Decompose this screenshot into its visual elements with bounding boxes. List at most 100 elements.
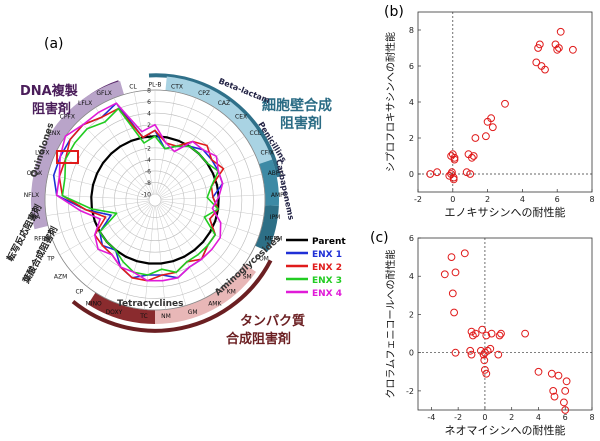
data-point [560,398,568,407]
data-point [482,369,491,378]
radar-category-label: AZM [54,274,67,281]
radar-category-label: PL-B [149,82,162,89]
radar-spoke [160,202,251,256]
radar-spoke [155,205,166,310]
radar-spoke [65,135,151,197]
data-point [487,114,496,123]
radar-category-label: LFLX [78,100,92,107]
radar-category-label: ABPC [268,170,284,177]
y-tick-label: 6 [409,62,414,71]
legend-label: Parent [312,237,346,247]
x-axis-label: エノキサシンへの耐性能 [445,205,566,219]
data-point [554,371,563,380]
data-point [494,350,503,359]
panel-b-label: (b) [384,4,404,20]
data-point [487,329,496,338]
radar-series-enx-1 [52,102,224,279]
radar-spoke [71,203,151,273]
data-point [488,123,497,132]
legend-label: ENX 2 [312,263,342,273]
y-tick-label: 4 [409,272,414,281]
radar-spoke [86,204,152,287]
radar-spoke [156,205,187,306]
radar-category-label: CAZ [218,100,230,107]
data-point [426,170,435,178]
y-axis-label: クロラムフェニコールへの耐性能 [384,249,397,398]
x-tick-label: 8 [589,195,594,204]
radar-category-label: CPZ [198,90,210,97]
data-point [471,134,480,142]
data-point [471,329,480,338]
radar-category-label: CPFX [60,114,75,121]
radar-tick-label: 6 [147,99,151,106]
radar-spoke [160,154,256,198]
data-point [451,348,460,357]
radar-spoke [54,154,150,198]
x-tick-label: 8 [589,413,594,422]
band-beta-lactam [165,76,273,165]
radar-category-label: DOXY [106,309,123,316]
radar-spoke [158,120,232,196]
data-point [535,40,544,49]
plot-frame [417,11,593,193]
dna-group-title-2: 阻害剤 [32,101,71,117]
radar-tick-label: -6 [145,168,151,175]
data-point [569,45,577,54]
radar-tick-label: -2 [145,145,151,152]
x-tick-label: 6 [563,413,568,422]
data-point [433,168,442,177]
data-point [495,331,504,340]
data-point [541,65,549,74]
radar-category-label: IPM [270,214,281,221]
radar-series-enx-4 [55,102,224,282]
radar-category-label: CP [75,289,83,296]
radar-category-label: CTX [171,84,183,91]
radar-tick-label: 4 [147,111,151,118]
panel-c-label: (c) [370,230,389,246]
y-tick-label: 2 [409,310,414,319]
radar-category-label: CCL [250,130,262,137]
protein-group-title-2: 合成阻害剤 [226,331,291,347]
data-point [547,369,556,378]
data-point [478,325,487,334]
x-tick-label: -2 [454,413,462,422]
radar-category-label: GFLX [96,90,112,97]
radar-category-label: NFLX [24,192,39,199]
data-point [460,249,469,258]
radar-category-label: LVFX [35,149,49,156]
radar-category-label: SM [243,274,252,281]
data-point [501,99,509,108]
band-tetracyclines [87,292,155,324]
x-tick-label: 4 [520,195,525,204]
y-axis-label: シプロフロキサシンへの耐性能 [384,32,397,172]
x-tick-label: 4 [536,413,541,422]
data-point [550,392,559,401]
radar-category-label: CEX [235,114,247,121]
band-aminoglycosides [155,263,257,324]
data-point [468,153,476,162]
cell-wall-group-arc [148,73,281,178]
radar-category-label: CL [129,84,137,91]
data-point [534,367,543,376]
data-point [480,356,489,365]
data-point [482,132,490,141]
data-point [561,387,570,395]
x-tick-label: 2 [509,413,514,422]
legend-label: ENX 4 [312,289,342,299]
radar-spoke [59,202,150,256]
radar-category-label: OFLX [27,170,43,177]
radar-spoke [78,120,152,196]
radar-category-label: GM [188,309,198,316]
data-point [466,346,475,355]
protein-group-arc [71,259,273,333]
x-tick-label: 6 [555,195,560,204]
data-point [440,270,449,279]
radar-spoke [46,200,150,216]
data-point [450,155,459,164]
band-quinolones [30,81,125,230]
data-point [449,175,458,184]
radar-category-label: MEPM [265,235,283,242]
